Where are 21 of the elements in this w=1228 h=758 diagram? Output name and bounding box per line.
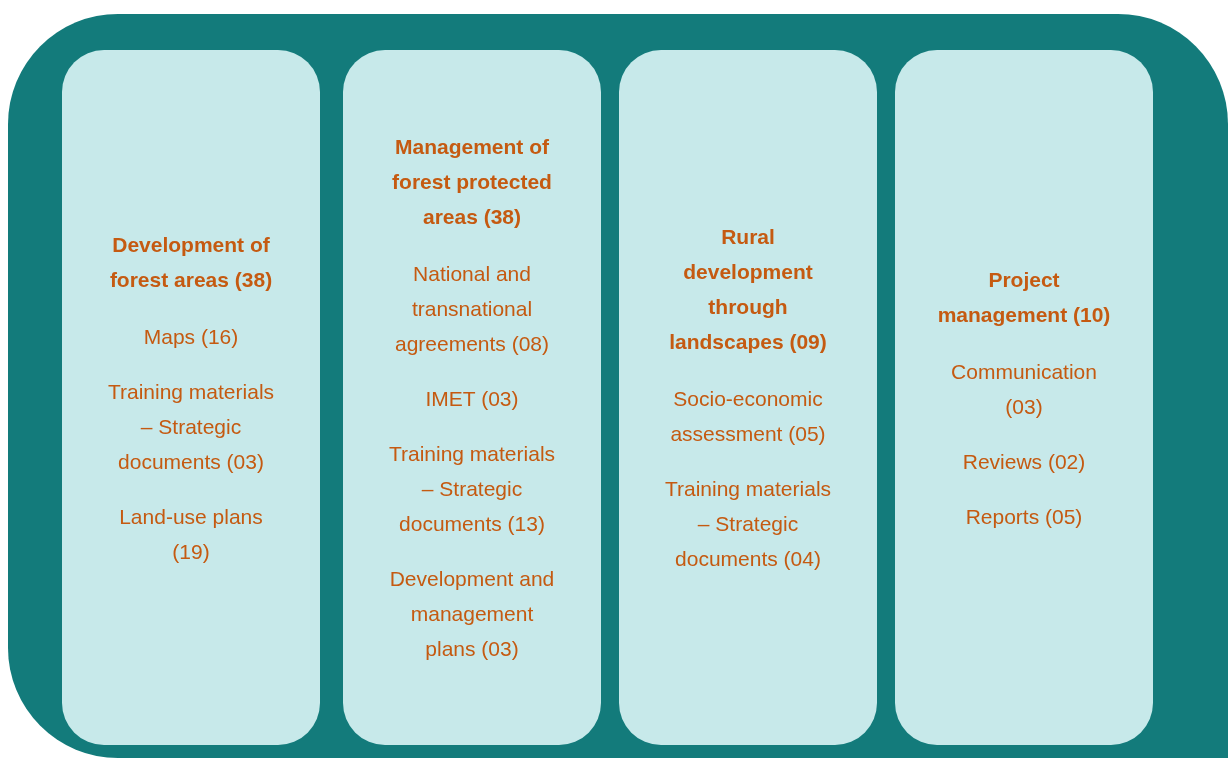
list-item: National and transnational agreements (08) xyxy=(393,261,551,357)
category-heading: Rural development through landscapes (09) xyxy=(668,224,828,355)
list-item: Training materials – Strategic documents (04) xyxy=(663,476,833,572)
list-item: Reports (05) xyxy=(965,503,1083,530)
list-item: Development and management plans (03) xyxy=(388,566,556,662)
category-heading: Development of forest areas (38) xyxy=(108,231,274,293)
category-card xyxy=(343,50,601,745)
list-item: Socio-economic assessment (05) xyxy=(669,386,827,447)
panel-background xyxy=(8,14,1228,758)
list-item: Communication (03) xyxy=(950,358,1098,420)
list-item: Reviews (02) xyxy=(962,448,1086,475)
category-card xyxy=(62,50,320,745)
list-item: Training materials – Strategic documents (13) xyxy=(387,441,557,537)
list-item: Maps (16) xyxy=(143,323,239,350)
category-heading: Management of forest protected areas (38) xyxy=(391,134,553,230)
category-card xyxy=(619,50,877,745)
list-item: Land-use plans (19) xyxy=(118,503,264,565)
category-heading: Project management (10) xyxy=(936,266,1112,328)
category-card xyxy=(895,50,1153,745)
list-item: IMET (03) xyxy=(425,386,519,412)
list-item: Training materials – Strategic documents (03) xyxy=(106,378,276,475)
